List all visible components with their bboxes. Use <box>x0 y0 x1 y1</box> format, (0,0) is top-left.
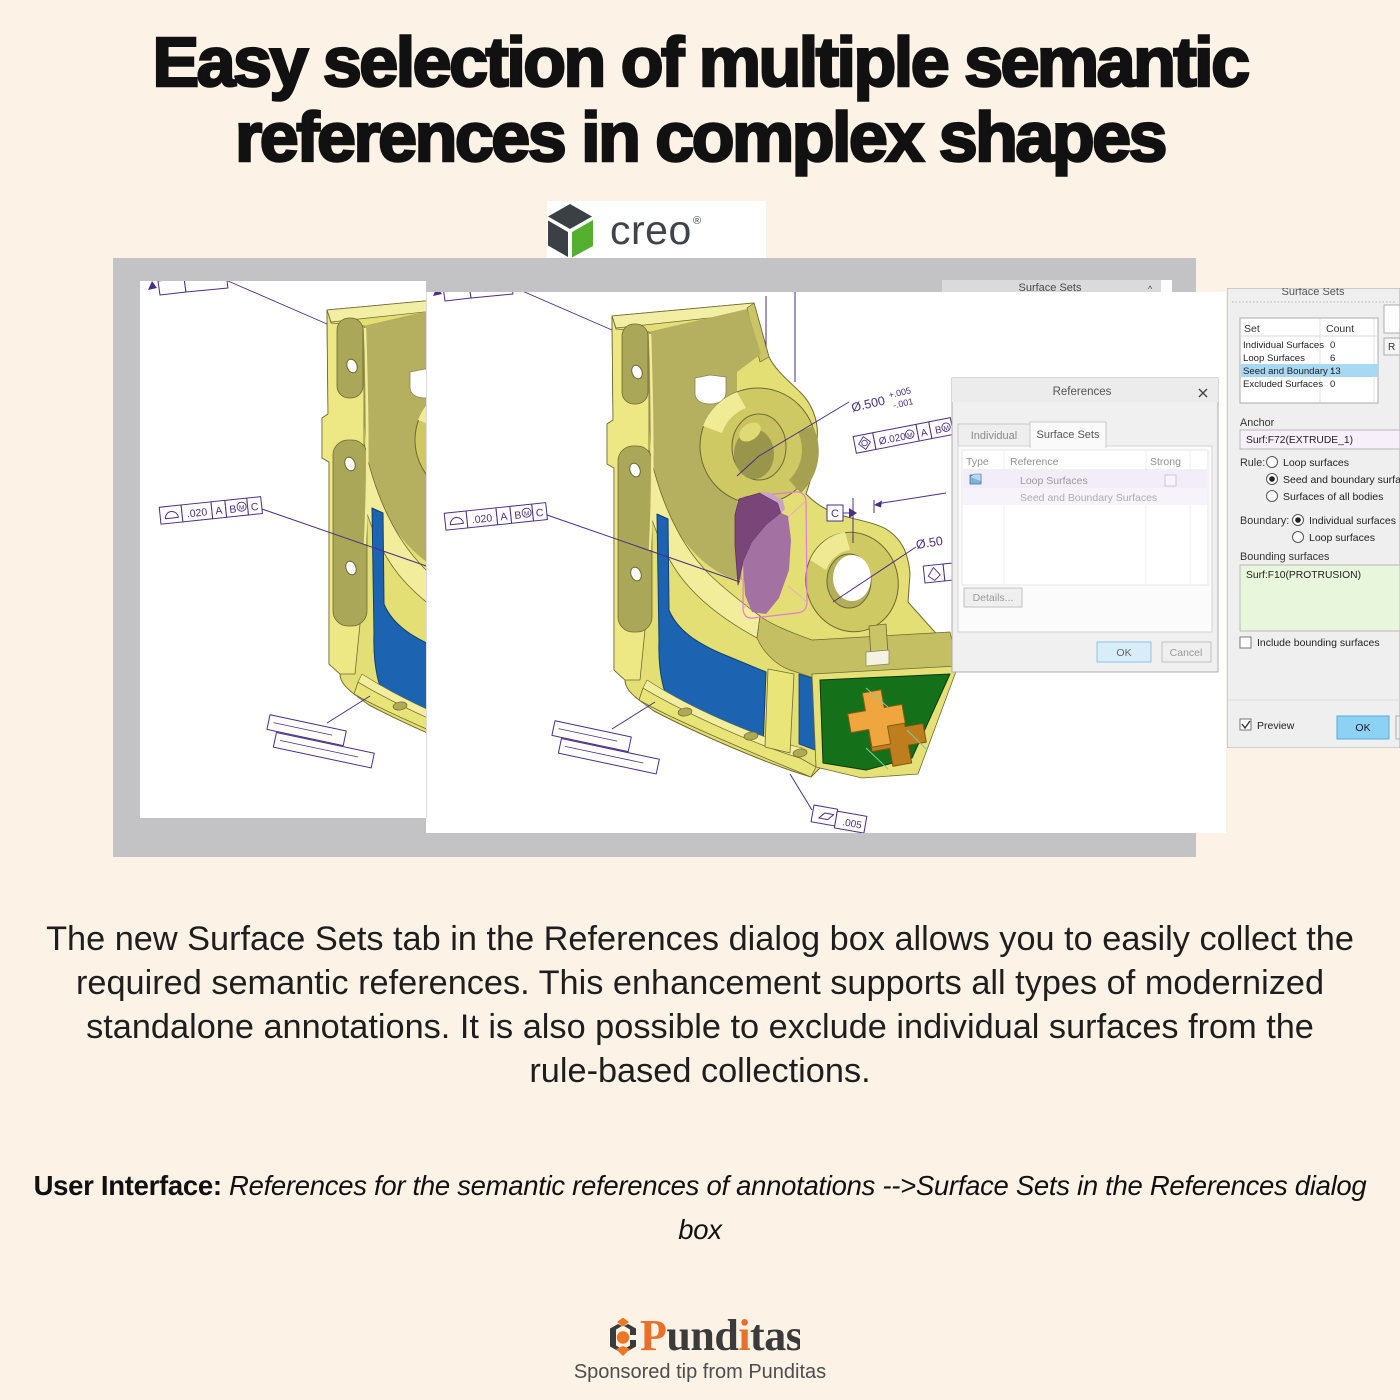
svg-text:Loop surfaces: Loop surfaces <box>1283 457 1349 469</box>
svg-text:Rule:: Rule: <box>1240 457 1265 469</box>
svg-text:Surfaces of all bodies: Surfaces of all bodies <box>1283 491 1383 503</box>
svg-text:Details...: Details... <box>973 592 1014 604</box>
svg-text:References: References <box>1053 386 1112 398</box>
svg-text:Seed and Boundary :: Seed and Boundary : <box>1243 366 1333 377</box>
svg-text:Cancel: Cancel <box>1170 647 1203 659</box>
svg-text:Loop surfaces: Loop surfaces <box>1309 532 1375 544</box>
svg-text:Seed and boundary surface: Seed and boundary surface <box>1283 474 1400 486</box>
svg-text:Anchor: Anchor <box>1240 417 1275 429</box>
svg-text:Preview: Preview <box>1257 720 1295 732</box>
svg-text:Count: Count <box>1326 323 1354 335</box>
svg-text:0: 0 <box>1330 340 1335 351</box>
svg-text:13: 13 <box>1330 366 1341 377</box>
svg-text:R: R <box>1388 342 1395 353</box>
svg-text:Surface Sets: Surface Sets <box>1282 286 1345 298</box>
svg-text:Include bounding surfaces: Include bounding surfaces <box>1257 637 1380 649</box>
svg-text:Surface Sets: Surface Sets <box>1037 429 1100 441</box>
svg-text:Reference: Reference <box>1010 456 1059 468</box>
svg-text:Excluded Surfaces: Excluded Surfaces <box>1243 379 1323 390</box>
svg-text:Surf:F72(EXTRUDE_1): Surf:F72(EXTRUDE_1) <box>1246 435 1353 446</box>
svg-text:®: ® <box>693 215 701 227</box>
svg-text:Seed and Boundary Surfaces: Seed and Boundary Surfaces <box>1020 492 1157 504</box>
svg-text:Set: Set <box>1244 323 1260 335</box>
svg-text:Individual Surfaces: Individual Surfaces <box>1243 340 1324 351</box>
svg-text:Loop Surfaces: Loop Surfaces <box>1243 353 1305 364</box>
svg-text:0: 0 <box>1330 379 1335 390</box>
svg-text:OK: OK <box>1116 647 1131 659</box>
svg-text:Punditas: Punditas <box>640 1318 800 1356</box>
svg-text:Individual surfaces: Individual surfaces <box>1309 515 1396 527</box>
svg-text:creo: creo <box>610 207 692 253</box>
svg-text:Surf:F10(PROTRUSION): Surf:F10(PROTRUSION) <box>1246 570 1361 581</box>
svg-text:Loop Surfaces: Loop Surfaces <box>1020 475 1088 487</box>
svg-text:Boundary:: Boundary: <box>1240 515 1289 527</box>
svg-text:Type: Type <box>966 456 989 468</box>
svg-text:Bounding surfaces: Bounding surfaces <box>1240 551 1330 563</box>
svg-text:OK: OK <box>1355 722 1370 734</box>
svg-text:Individual: Individual <box>971 430 1017 442</box>
svg-text:Strong: Strong <box>1150 456 1181 468</box>
svg-text:^: ^ <box>1148 284 1153 294</box>
svg-text:Surface Sets: Surface Sets <box>1019 282 1082 294</box>
svg-text:6: 6 <box>1330 353 1335 364</box>
